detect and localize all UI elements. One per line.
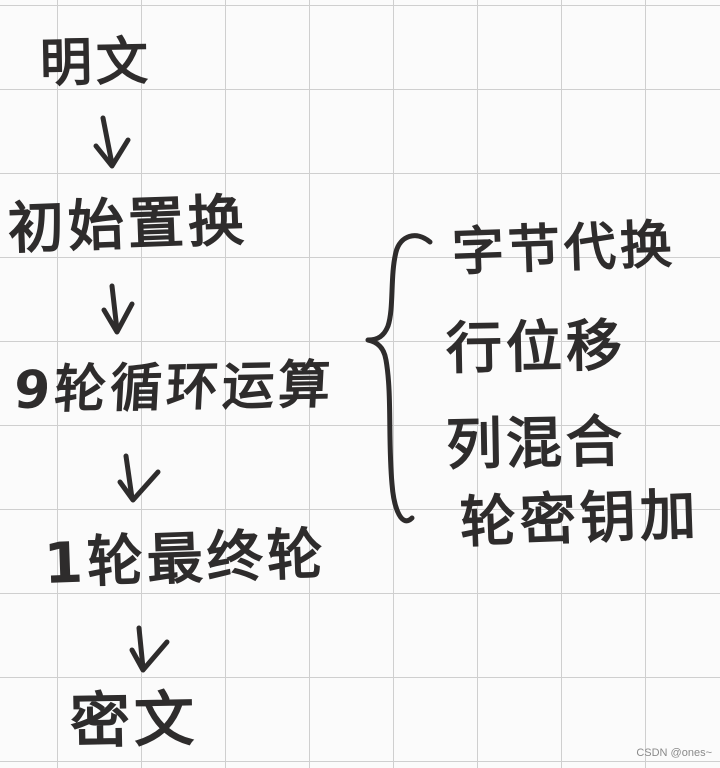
arrow-down-icon [93, 115, 131, 169]
step-plaintext: 明文 [39, 32, 153, 94]
round-step-sub-bytes: 字节代换 [450, 215, 677, 283]
step-main-rounds: 9轮循环运算 [12, 355, 336, 422]
watermark: CSDN @ones~ [636, 747, 712, 759]
arrow-down-icon [101, 283, 135, 335]
round-step-mix-columns: 列混合 [445, 409, 627, 478]
curly-brace-icon [365, 233, 433, 524]
step-final-round: 1轮最终轮 [42, 522, 328, 597]
arrow-down-icon [129, 625, 170, 673]
round-step-add-round-key: 轮密钥加 [458, 482, 701, 556]
round-step-shift-rows: 行位移 [445, 313, 627, 382]
step-ciphertext: 密文 [69, 684, 199, 757]
step-initial-substitution: 初始置换 [6, 188, 249, 262]
arrow-down-icon [117, 453, 161, 503]
